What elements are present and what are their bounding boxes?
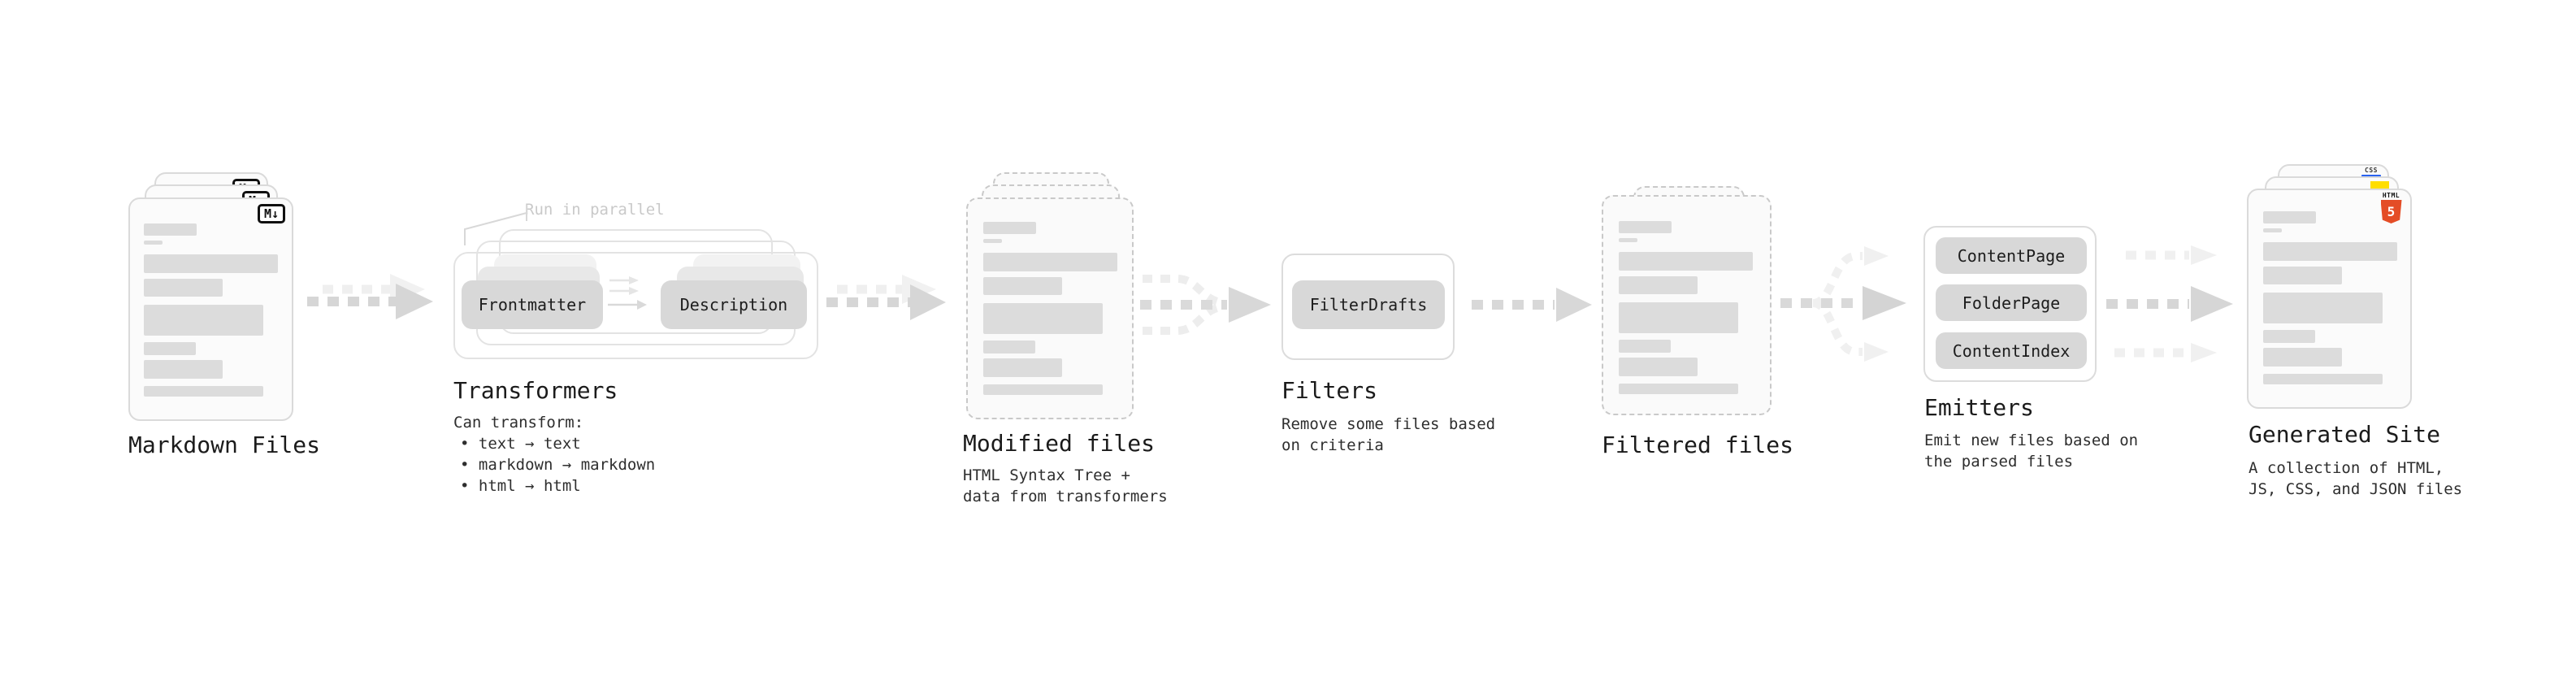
filters-description: Remove some files based on criteria xyxy=(1281,415,1496,454)
emitters-description: Emit new files based on the parsed files xyxy=(1924,432,2139,471)
arrow-filters-to-filtered xyxy=(1472,288,1592,322)
html-file-card: HTML 5 xyxy=(2247,189,2412,409)
arrow-markdown-to-transformers xyxy=(307,274,433,319)
arrow-transformers-to-modified xyxy=(826,275,946,320)
arrow-emitters-to-generated-triple xyxy=(2106,245,2233,362)
filters-label: Filters xyxy=(1281,377,1378,404)
callout-leader-line xyxy=(464,205,527,245)
parallel-mini-arrows xyxy=(608,276,647,310)
can-transform-title: Can transform: xyxy=(453,414,584,432)
frontmatter-pill: Frontmatter xyxy=(462,280,603,329)
transformer-frame-front xyxy=(453,252,818,359)
placeholder-text-bars xyxy=(144,223,278,397)
modified-files-label: Modified files xyxy=(963,430,1156,457)
contentpage-pill: ContentPage xyxy=(1936,237,2087,274)
modified-file-card-front xyxy=(966,197,1134,419)
placeholder-text-bars xyxy=(2263,211,2397,384)
filtered-files-label: Filtered files xyxy=(1602,432,1794,458)
transform-bullet: • markdown → markdown xyxy=(460,456,656,474)
transform-bullet: • text → text xyxy=(460,435,581,453)
arrow-filtered-to-emitters-fanout xyxy=(1780,246,1906,362)
contentindex-pill: ContentIndex xyxy=(1936,332,2087,369)
transformers-description: Can transform: • text → text • markdown … xyxy=(453,412,655,497)
run-in-parallel-note: Run in parallel xyxy=(525,201,665,219)
modified-files-description: HTML Syntax Tree + data from transformer… xyxy=(963,466,1168,505)
filtered-file-card-front xyxy=(1602,195,1772,415)
javascript-icon xyxy=(2370,181,2389,189)
generated-site-label: Generated Site xyxy=(2249,421,2441,448)
generated-site-description: A collection of HTML, JS, CSS, and JSON … xyxy=(2249,459,2463,498)
placeholder-text-bars xyxy=(1619,221,1753,394)
arrow-modified-to-filters-merge xyxy=(1140,275,1271,335)
transformers-label: Transformers xyxy=(453,377,618,404)
markdown-files-label: Markdown Files xyxy=(128,432,321,458)
markdown-icon: M↓ xyxy=(257,204,285,223)
html5-icon: HTML 5 xyxy=(2380,192,2402,223)
emitters-label: Emitters xyxy=(1924,394,2034,421)
placeholder-text-bars xyxy=(983,222,1117,395)
folderpage-pill: FolderPage xyxy=(1936,284,2087,321)
filterdrafts-pill: FilterDrafts xyxy=(1292,280,1445,329)
transform-bullet: • html → html xyxy=(460,477,581,495)
description-pill: Description xyxy=(661,280,807,329)
markdown-file-card-front: M↓ xyxy=(128,197,293,421)
